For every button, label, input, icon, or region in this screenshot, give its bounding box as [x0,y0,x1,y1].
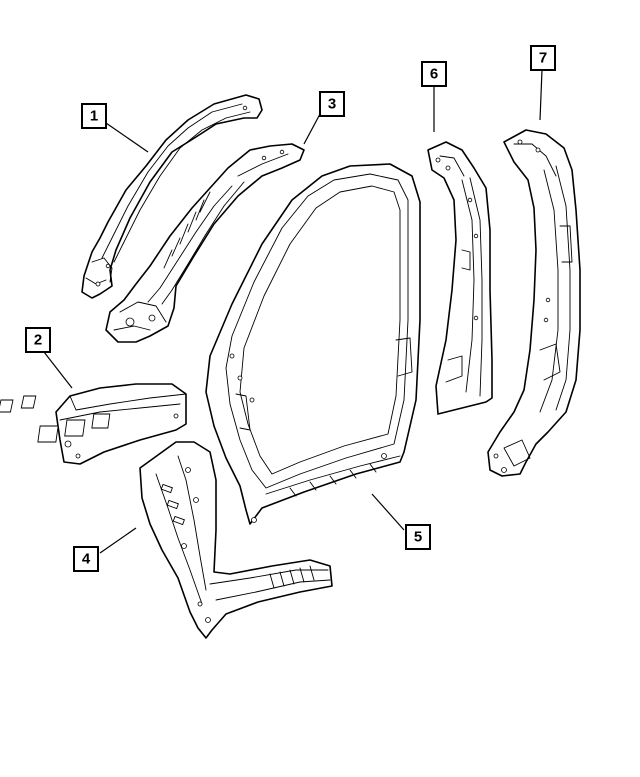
leader-3 [303,113,321,145]
callout-6-label: 6 [430,66,438,83]
callout-5-label: 5 [414,529,422,546]
callout-3-label: 3 [328,96,336,113]
part-4-hinge-pillar-sill[interactable] [139,441,333,639]
callout-7[interactable]: 7 [530,45,556,71]
callout-4-label: 4 [82,551,91,568]
leader-5 [371,493,405,531]
callout-1[interactable]: 1 [81,103,107,129]
callout-2-label: 2 [34,332,42,349]
leader-7 [539,69,543,121]
callout-1-label: 1 [90,108,98,125]
part-5-body-side-aperture[interactable] [205,163,421,525]
callout-2[interactable]: 2 [25,327,51,353]
leader-4 [99,527,137,554]
part-3-a-pillar-inner[interactable] [105,143,305,343]
part-7-b-pillar-outer[interactable] [487,129,581,477]
part-6-b-pillar-inner[interactable] [427,141,493,415]
callout-5[interactable]: 5 [405,524,431,550]
leader-1 [105,122,149,153]
callout-6[interactable]: 6 [421,61,447,87]
callout-7-label: 7 [539,50,547,67]
callout-3[interactable]: 3 [319,91,345,117]
leader-2 [43,351,73,389]
part-1-a-pillar-upper[interactable] [81,94,263,299]
callout-4[interactable]: 4 [73,546,99,572]
part-2-hinge-bracket[interactable] [0,383,187,465]
